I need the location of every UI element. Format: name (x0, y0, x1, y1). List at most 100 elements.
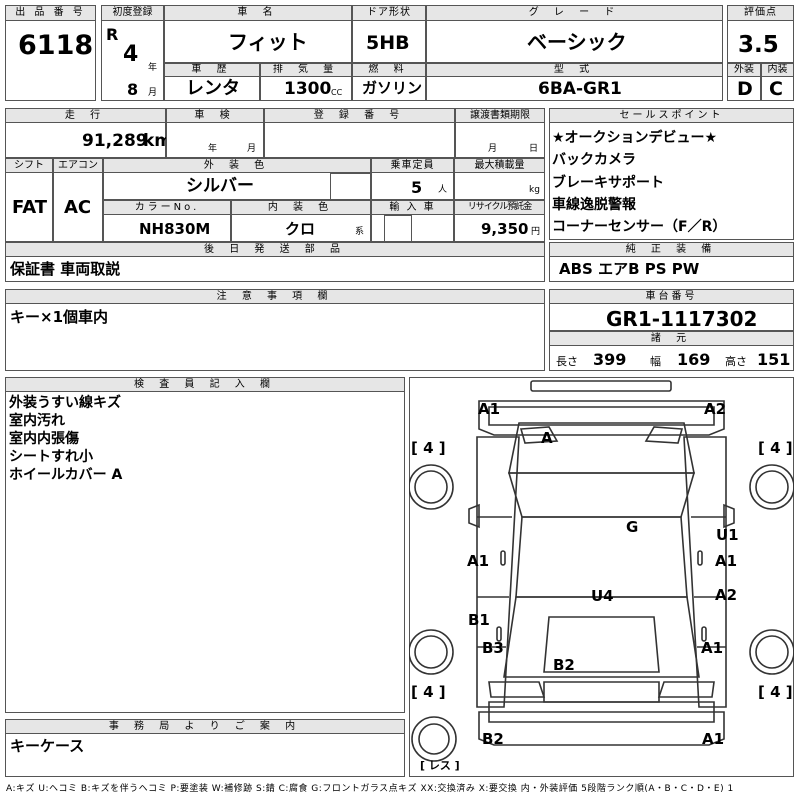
legend-text: A:キズ U:ヘコミ B:キズを伴うヘコミ P:要塗装 W:補修跡 S:錆 C:… (6, 784, 734, 794)
inspector-label: 検 査 員 記 入 欄 (5, 377, 405, 392)
later-parts-value: 保証書 車両取説 (10, 260, 121, 278)
interior-value: C (769, 78, 783, 100)
mark-rear-right: A1 (702, 730, 725, 748)
mark-tire-fl: [ 4 ] (411, 439, 446, 457)
door-label: ドア形状 (352, 5, 426, 21)
car-name-value: フィット (228, 30, 308, 54)
mark-windshield: A (541, 429, 553, 447)
mileage-unit: km (143, 131, 173, 151)
chassis-value: GR1-1117302 (606, 307, 758, 331)
office-value: キーケース (10, 737, 85, 755)
length-value: 399 (593, 350, 627, 369)
mark-roof-rear: U4 (591, 587, 614, 605)
height-label: 高さ (725, 355, 747, 368)
transfer-day-unit: 日 (529, 144, 539, 154)
lot-no-box (5, 5, 96, 101)
aircon-value: AC (64, 197, 92, 218)
dimensions-label: 諸 元 (549, 331, 794, 346)
first-reg-era: R (106, 25, 119, 44)
ext-color-divider (330, 173, 371, 200)
fuel-label: 燃 料 (352, 63, 426, 77)
sales-point-item: ブレーキサポート (552, 175, 664, 191)
grade-label: グ レ ー ド (426, 5, 723, 21)
first-reg-year-unit: 年 (148, 63, 158, 73)
displacement-unit: CC (331, 88, 343, 97)
inspector-item: ホイールカバー A (9, 467, 123, 483)
sales-point-item: ★オークションデビュー★ (552, 130, 718, 146)
ext-color-label: 外 装 色 (103, 158, 371, 173)
import-divider (384, 215, 412, 242)
width-label: 幅 (650, 355, 661, 368)
notes-value: キー×1個車内 (10, 308, 109, 326)
mark-right-rear-fender: A1 (701, 639, 724, 657)
first-reg-month-unit: 月 (148, 88, 158, 98)
inspection-month-unit: 月 (247, 144, 257, 154)
mark-left-rear-fender: B3 (482, 639, 504, 657)
chassis-label: 車台番号 (549, 289, 794, 304)
car-diagram (409, 380, 794, 762)
inspection-year-unit: 年 (208, 144, 218, 154)
inspection-label: 車 検 (166, 108, 264, 123)
import-label: 輸 入 車 (371, 200, 454, 215)
score-value: 3.5 (738, 32, 779, 58)
mark-front-left: A1 (478, 400, 501, 418)
mark-spare: [ レス ] (420, 759, 460, 772)
max-load-label: 最大積載量 (454, 158, 545, 173)
diagram-box (409, 377, 794, 777)
model-value: 6BA-GR1 (538, 79, 622, 99)
first-reg-box (101, 5, 164, 101)
history-label: 車 歴 (164, 63, 260, 77)
color-no-label: カラーNo. (103, 200, 231, 215)
mark-rear-glass: B2 (553, 656, 575, 674)
interior-label: 内装 (761, 63, 794, 77)
int-color-value: クロ (285, 220, 316, 238)
mark-left-front-door: A1 (467, 552, 490, 570)
mark-left-rear-door: B1 (468, 611, 490, 629)
sales-points-box (549, 108, 794, 240)
office-label: 事 務 局 よ り ご 案 内 (5, 719, 405, 734)
displacement-value: 1300 (284, 79, 332, 99)
door-value: 5HB (366, 32, 410, 54)
history-value: レンタ (186, 78, 240, 99)
transfer-label: 譲渡書類期限 (455, 108, 545, 123)
int-color-label: 内 装 色 (231, 200, 371, 215)
capacity-label: 乗車定員 (371, 158, 454, 173)
later-parts-label: 後 日 発 送 部 品 (5, 242, 545, 257)
first-reg-label: 初度登録 (101, 5, 164, 21)
recycle-value: 9,350 (481, 220, 529, 238)
length-label: 長さ (556, 355, 578, 368)
mark-tire-rl: [ 4 ] (411, 683, 446, 701)
mileage-label: 走 行 (5, 108, 166, 123)
capacity-unit: 人 (438, 185, 448, 195)
mark-roof: G (626, 518, 639, 536)
shift-label: シフト (5, 158, 53, 173)
inspector-item: 外装うすい線キズ (9, 395, 121, 411)
first-reg-month: 8 (127, 80, 139, 99)
model-label: 型 式 (426, 63, 723, 77)
color-no-value: NH830M (139, 220, 211, 238)
car-name-label: 車 名 (164, 5, 352, 21)
grade-value: ベーシック (527, 30, 627, 54)
equipment-label: 純 正 装 備 (549, 242, 794, 257)
recycle-unit: 円 (531, 227, 541, 237)
height-value: 151 (757, 350, 791, 369)
fuel-value: ガソリン (362, 79, 423, 97)
recycle-label: リサイクル預託金 (454, 200, 545, 215)
sales-point-item: コーナーセンサー（F／R） (552, 219, 727, 235)
inspector-item: 室内内張傷 (9, 431, 79, 447)
inspector-item: 室内汚れ (9, 413, 65, 429)
mark-front-right: A2 (704, 400, 727, 418)
notes-label: 注 意 事 項 欄 (5, 289, 545, 304)
sales-points-label: セールスポイント (549, 108, 794, 123)
int-color-suffix: 系 (355, 227, 365, 237)
mark-rear-left: B2 (482, 730, 504, 748)
first-reg-year: 4 (123, 42, 139, 67)
mark-right-front-door: U1 (716, 526, 739, 544)
mark-tire-fr: [ 4 ] (758, 439, 793, 457)
ext-color-value: シルバー (186, 176, 254, 196)
mileage-value: 91,289 (82, 131, 148, 151)
displacement-label: 排 気 量 (260, 63, 352, 77)
max-load-unit: kg (529, 185, 540, 195)
exterior-value: D (737, 78, 753, 100)
mark-right-front-door-2: A1 (715, 552, 738, 570)
